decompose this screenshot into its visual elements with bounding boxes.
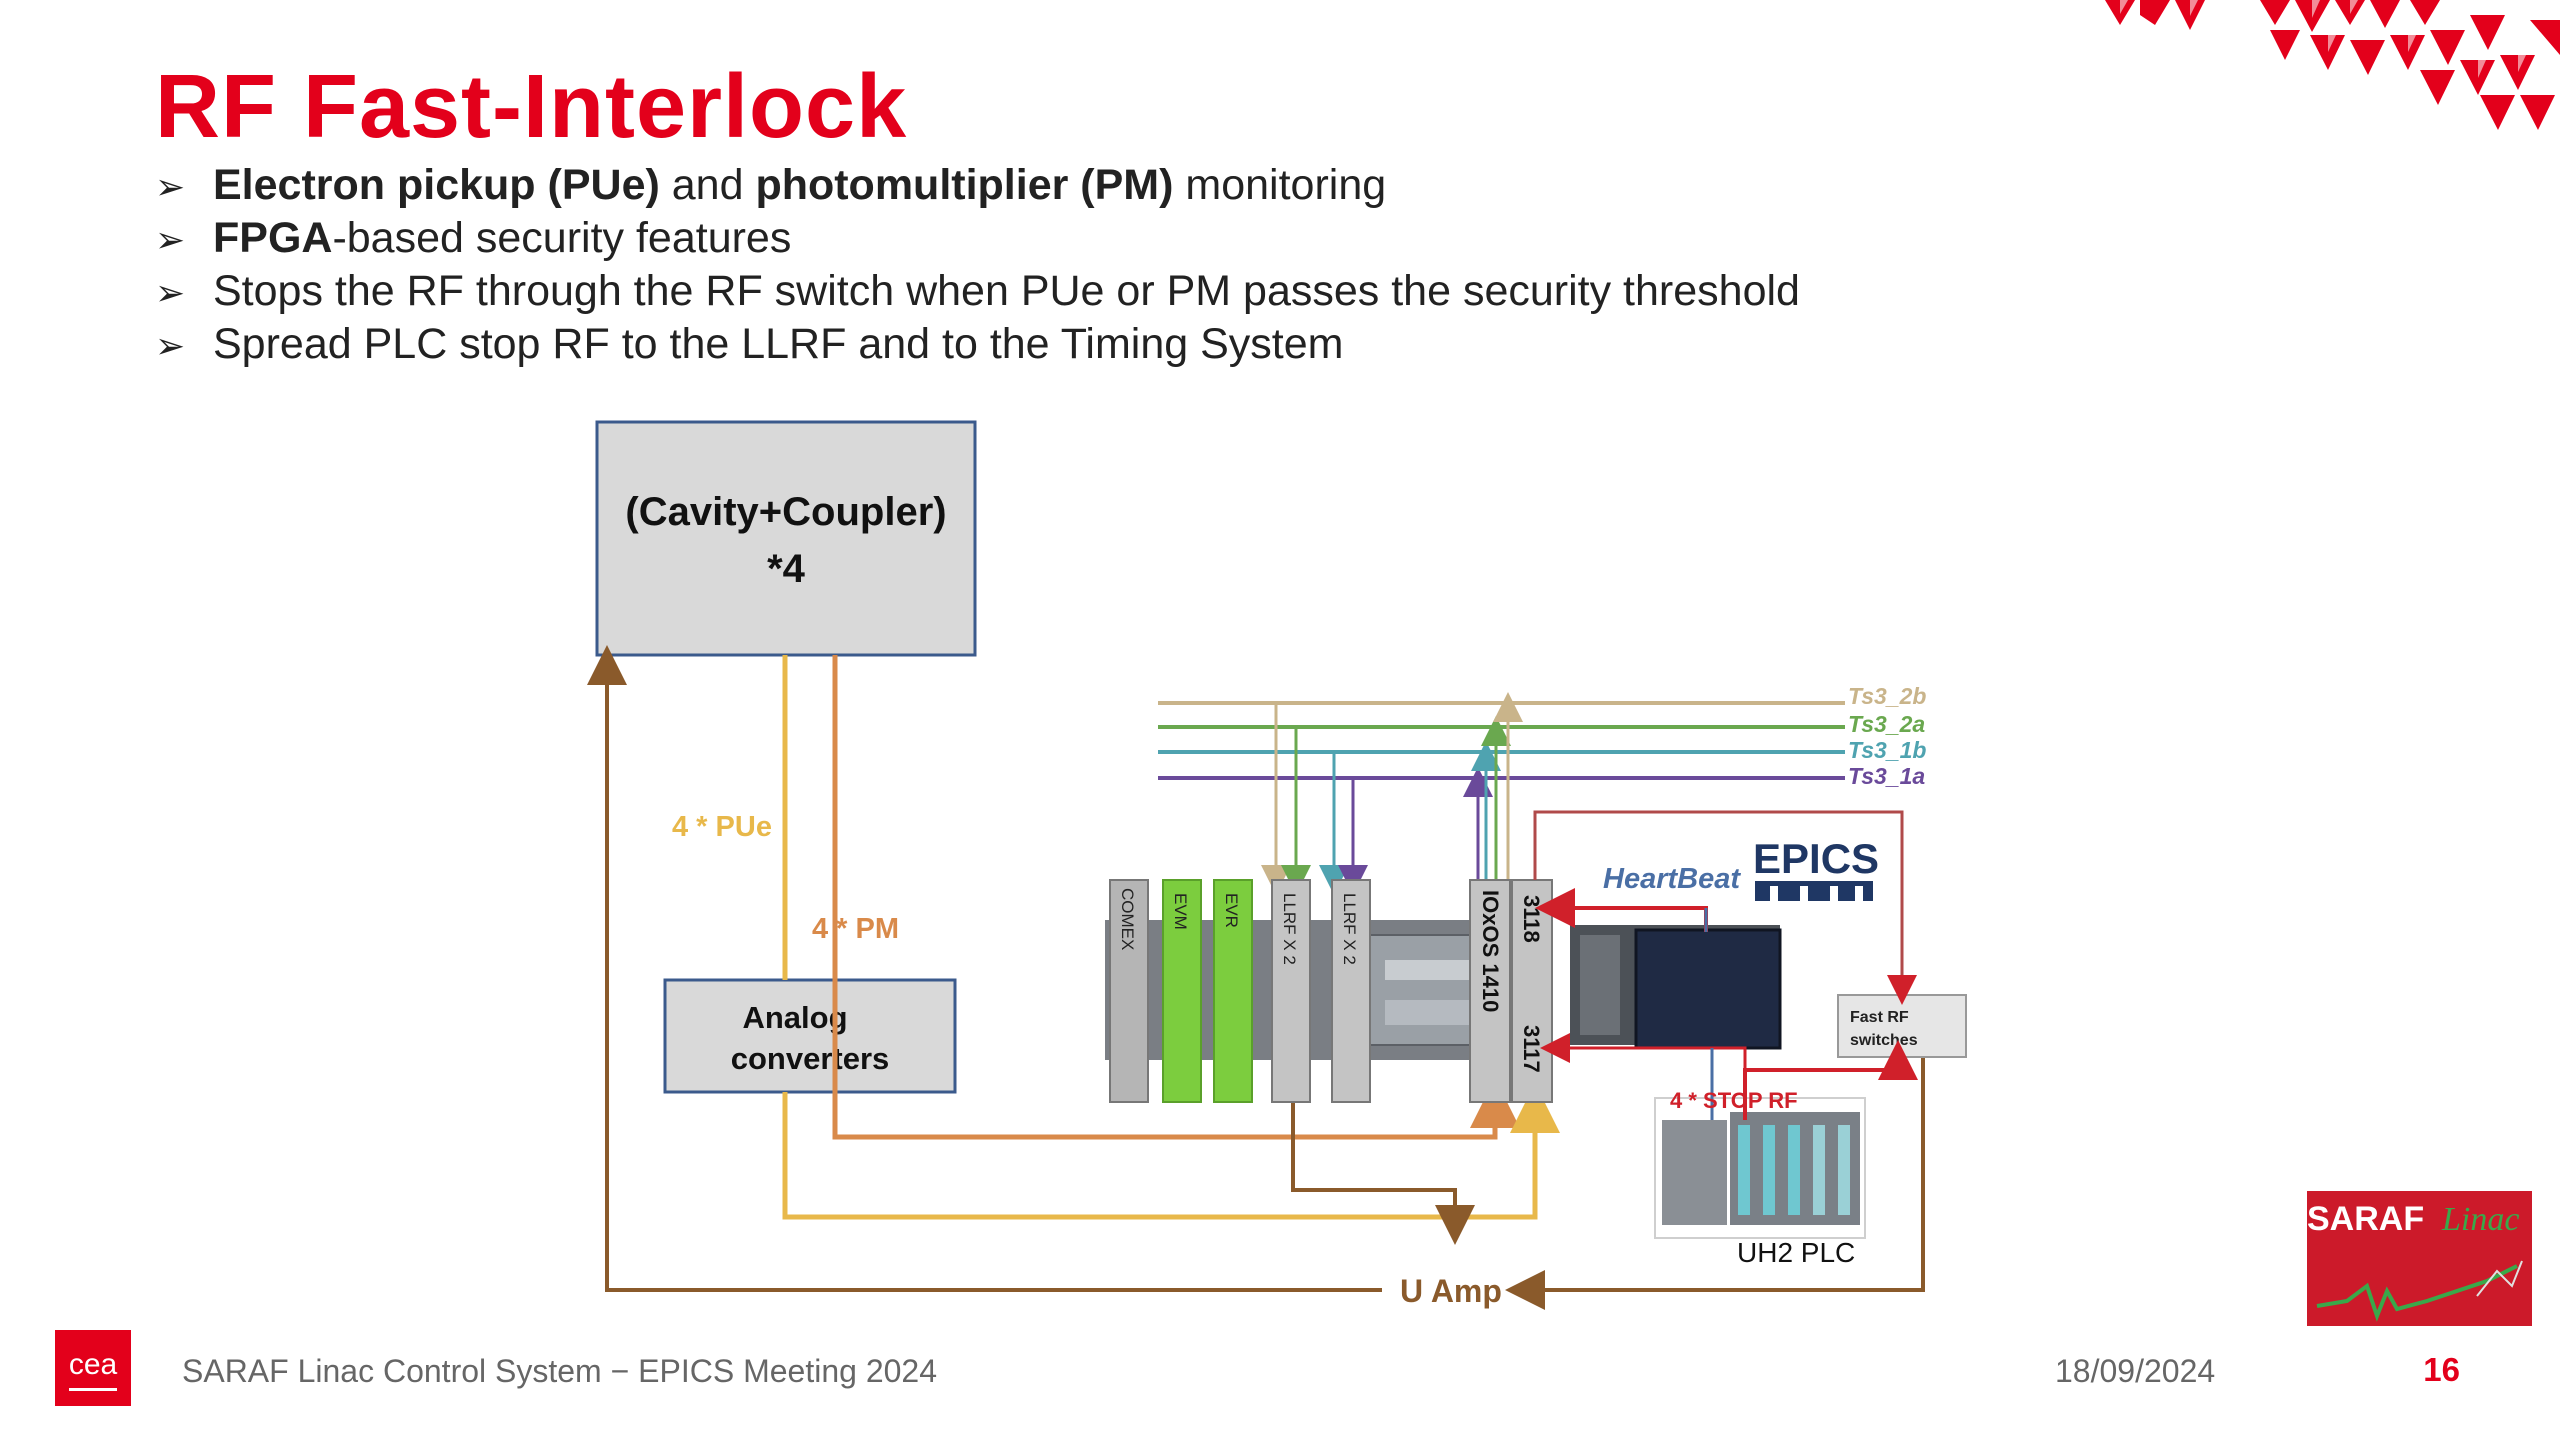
- evm-module: [1162, 879, 1202, 1103]
- timing-bus: Ts3_2b Ts3_2a Ts3_1b Ts3_1a: [1158, 683, 1926, 895]
- fmc-3117-label: 3117: [1519, 1025, 1544, 1073]
- ioxos-label: IOxOS 1410: [1478, 890, 1503, 1012]
- pue-label: 4 * PUe: [672, 811, 772, 843]
- cea-logo: cea: [55, 1330, 131, 1406]
- bullet-arrow-icon: ➢: [155, 167, 186, 208]
- converters-label: converters: [731, 1041, 890, 1076]
- ioxos-module: [1469, 879, 1511, 1103]
- llrf-to-uamp-line: [1291, 1103, 1475, 1245]
- svg-text:Fast RF: Fast RF: [1850, 1009, 1909, 1026]
- plc-label: UH2 PLC: [1737, 1237, 1855, 1268]
- footer-center-text: SARAF Linac Control System − EPICS Meeti…: [182, 1353, 938, 1389]
- ts3-1b-label: Ts3_1b: [1848, 737, 1926, 763]
- page-number: 16: [2423, 1351, 2460, 1388]
- cavity-coupler-box: (Cavity+Coupler) *4: [595, 420, 977, 657]
- bullet-item: ➢ Stops the RF through the RF switch whe…: [155, 266, 1800, 319]
- footer-date: 18/09/2024: [2055, 1353, 2216, 1389]
- bullet-item: ➢ FPGA-based security features: [155, 213, 1800, 266]
- pm-label: 4 * PM: [812, 913, 899, 945]
- svg-text:EPICS: EPICS: [1753, 835, 1879, 882]
- saraf-linac-logo: SARAF Linac: [2307, 1191, 2532, 1326]
- bullet-item: ➢ Spread PLC stop RF to the LLRF and to …: [155, 319, 1800, 372]
- fmc-3118-label: 3118: [1519, 895, 1544, 943]
- evr-label: EVR: [1222, 893, 1241, 928]
- cavity-count-label: *4: [767, 547, 806, 591]
- evr-module: [1213, 879, 1253, 1103]
- bullet-arrow-icon: ➢: [155, 326, 186, 367]
- bullet-list: ➢ Electron pickup (PUe) and photomultipl…: [155, 160, 1800, 372]
- cavity-label: (Cavity+Coupler): [625, 490, 946, 534]
- epics-logo: EPICS: [1753, 835, 1879, 901]
- slide-title: RF Fast-Interlock: [155, 57, 908, 157]
- heartbeat-label: HeartBeat: [1603, 863, 1741, 895]
- llrf-module-1: [1271, 879, 1311, 1103]
- comex-label: COMEX: [1118, 888, 1137, 950]
- uamp-to-cavity-line: [587, 645, 1382, 1292]
- stop-rf-line: [1743, 1040, 1918, 1120]
- stop-rf-label: 4 * STOP RF: [1670, 1088, 1798, 1113]
- corner-cubes-decoration: [2105, 0, 2560, 130]
- switch-to-uamp-line: [1505, 1057, 1925, 1310]
- plc-device: [1654, 1097, 1866, 1239]
- llrf-1-label: LLRF X 2: [1280, 893, 1299, 965]
- ts3-2b-label: Ts3_2b: [1848, 683, 1926, 709]
- uamp-label: U Amp: [1400, 1273, 1502, 1309]
- bullet-arrow-icon: ➢: [155, 273, 186, 314]
- pue-route-line: [782, 1083, 1560, 1220]
- bullet-item: ➢ Electron pickup (PUe) and photomultipl…: [155, 160, 1800, 213]
- bullet-arrow-icon: ➢: [155, 220, 186, 261]
- analog-converters-box: Analog converters: [663, 978, 957, 1094]
- llrf-2-label: LLRF X 2: [1340, 893, 1359, 965]
- pm-route-line: [832, 1078, 1520, 1140]
- comex-module: [1109, 879, 1149, 1103]
- fast-rf-switches-box: Fast RF switches: [1837, 994, 1967, 1058]
- svg-text:switches: switches: [1850, 1032, 1918, 1049]
- rf-switch-control-line: [1533, 810, 1917, 1005]
- cpu-screen: [1634, 928, 1782, 1050]
- llrf-module-2: [1331, 879, 1371, 1103]
- ts3-2a-label: Ts3_2a: [1848, 711, 1925, 737]
- ts3-1a-label: Ts3_1a: [1848, 763, 1925, 789]
- evm-label: EVM: [1171, 893, 1190, 930]
- analog-label: Analog: [742, 1000, 847, 1035]
